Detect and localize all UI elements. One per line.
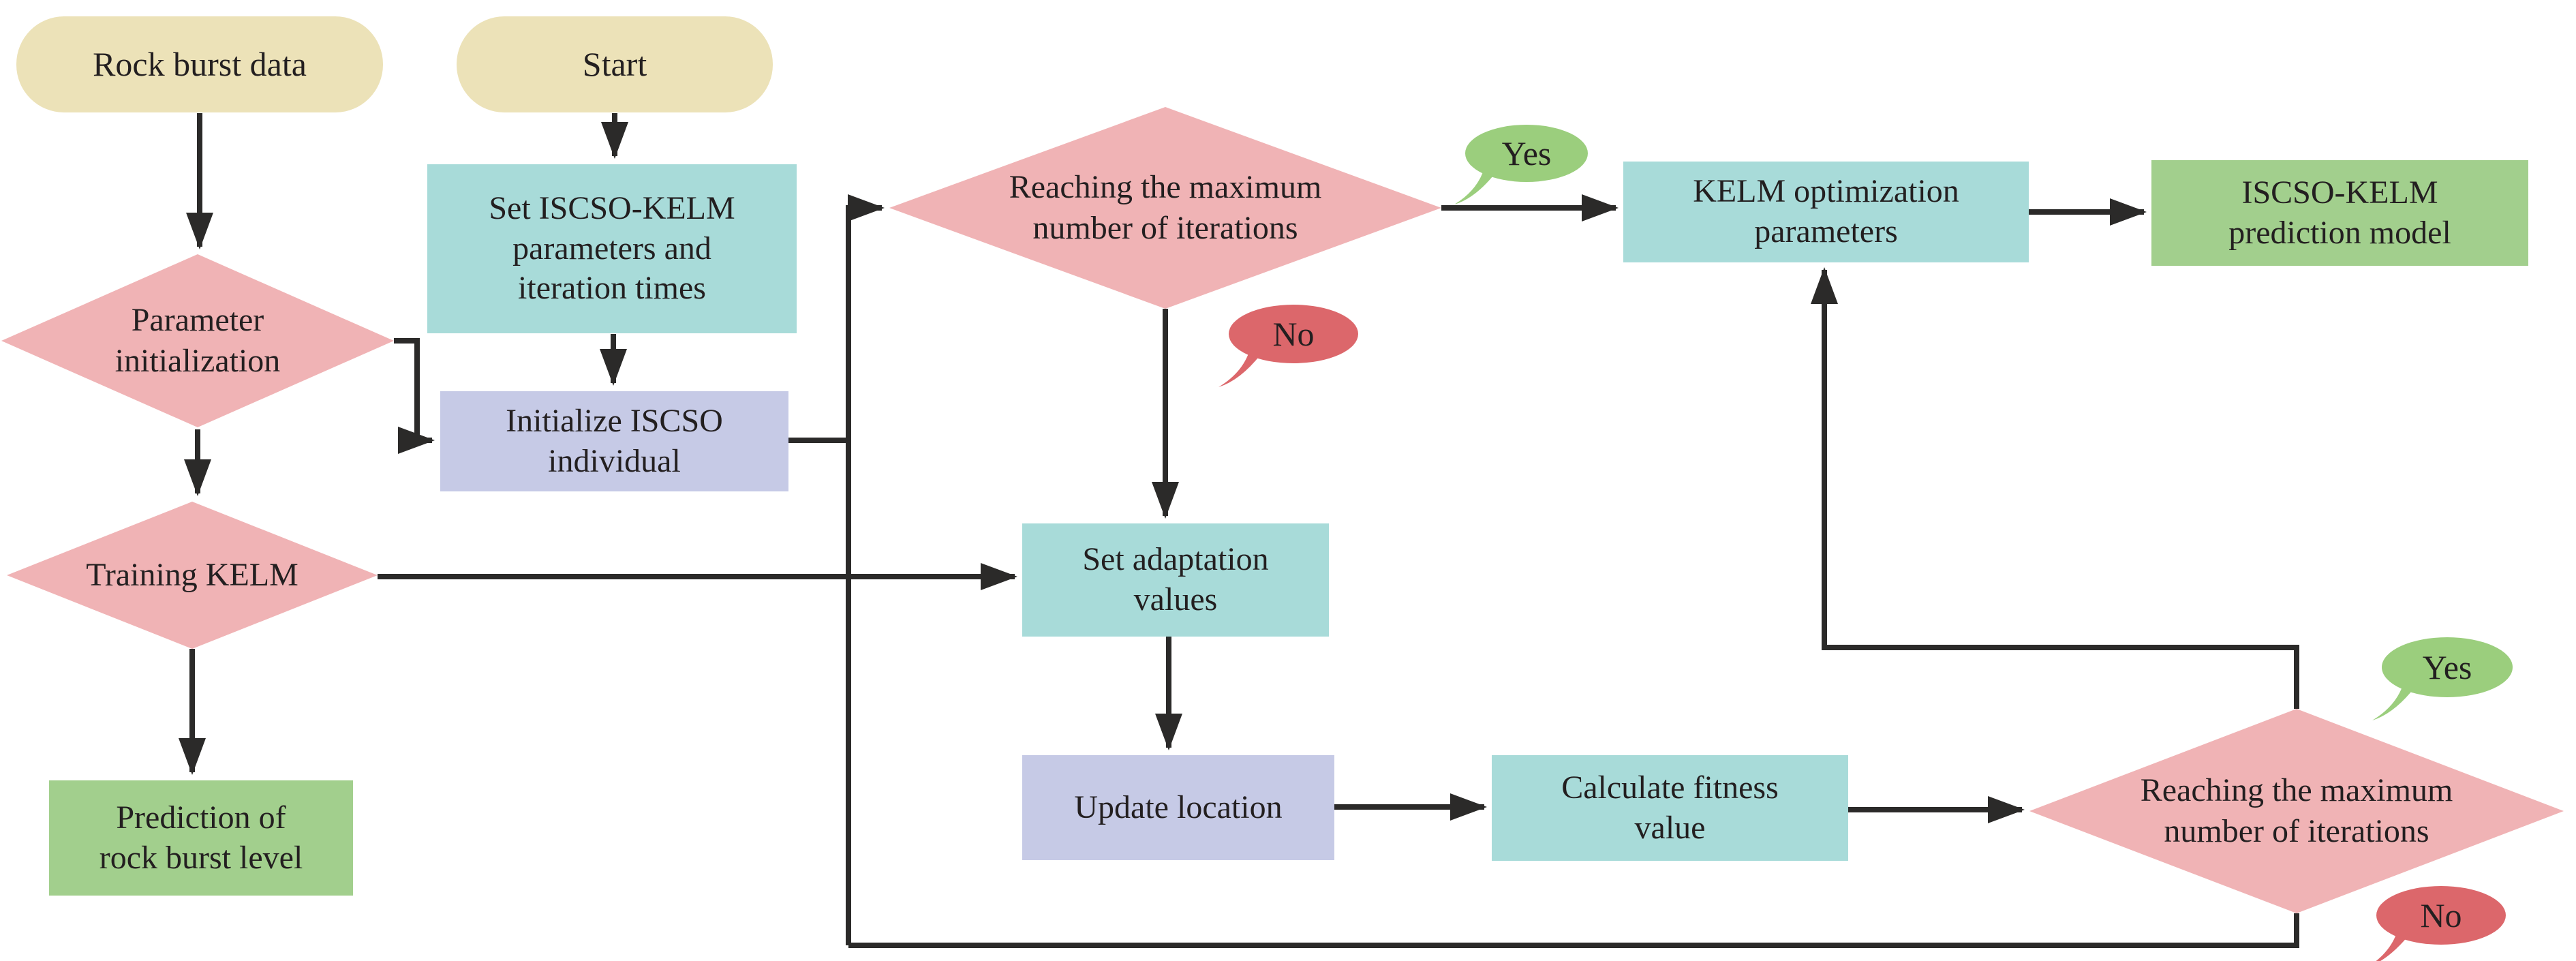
node-update-location: Update location (1022, 755, 1334, 860)
node-iscso-kelm-prediction-model: ISCSO-KELM prediction model (2151, 160, 2528, 266)
diamond-parameter-initialization (1, 254, 394, 427)
node-set-adaptation-values: Set adaptation values (1022, 523, 1329, 637)
no-bubble-decision1 (1218, 305, 1358, 387)
node-start: Start (457, 16, 773, 112)
node-initialize-iscso-individual: Initialize ISCSO individual (440, 391, 788, 491)
diamond-training-kelm (7, 502, 378, 649)
diamond-reaching-max-iterations-1 (889, 107, 1441, 309)
no-bubble-decision2 (2376, 886, 2506, 961)
diamond-reaching-max-iterations-2 (2029, 709, 2564, 913)
yes-bubble-decision1 (1454, 125, 1588, 204)
node-set-iscso-kelm-parameters: Set ISCSO-KELM parameters and iteration … (427, 164, 797, 333)
node-prediction-of-rock-burst-level: Prediction of rock burst level (49, 780, 353, 896)
arrow-decision2-yes-to-kelmopt (1811, 267, 2299, 709)
yes-bubble-decision2 (2372, 637, 2513, 720)
node-rock-burst-data: Rock burst data (16, 16, 383, 112)
line-decision2-no-loopback (848, 913, 2299, 948)
node-calculate-fitness-value: Calculate fitness value (1492, 755, 1848, 861)
arrow-paraminit-to-initialize (394, 338, 435, 454)
node-kelm-optimization-parameters: KELM optimization parameters (1623, 162, 2029, 262)
